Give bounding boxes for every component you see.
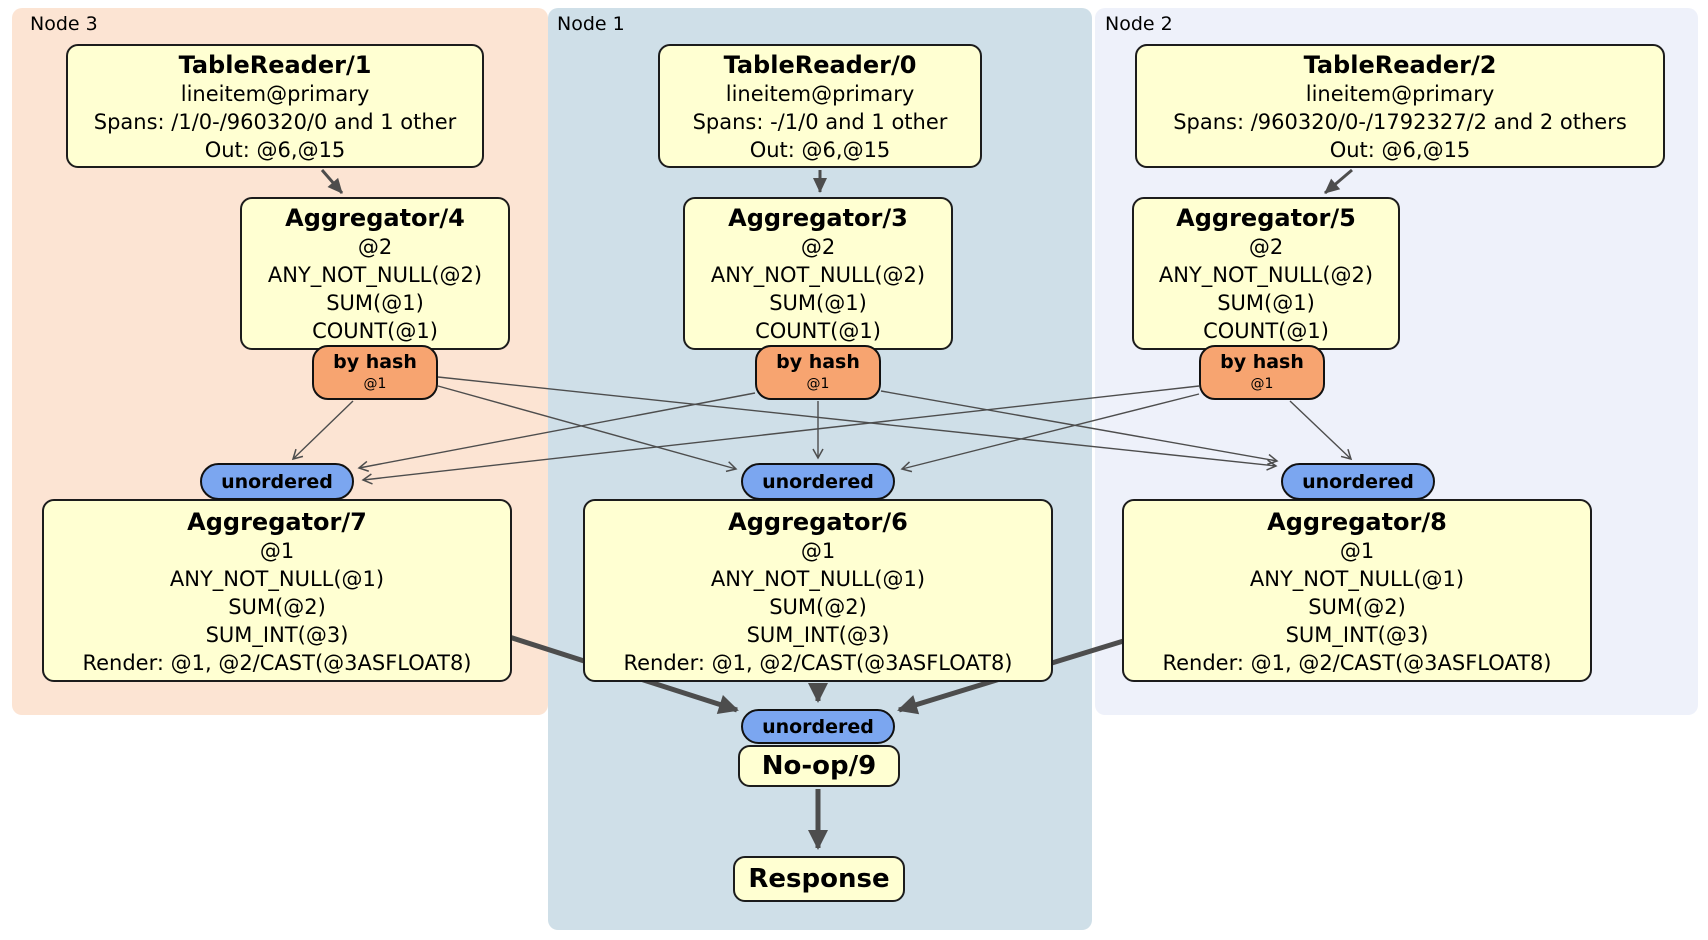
box-line: @2 [800,235,836,259]
box-response: Response [733,856,905,902]
box-line: Out: @6,@15 [1329,138,1471,162]
box-line: COUNT(@1) [755,319,881,343]
box-title: Aggregator/5 [1176,204,1356,232]
box-line: @1 [1339,539,1375,563]
badge-by-hash-node2: by hash @1 [1199,345,1325,400]
edge-bh3-un1 [437,385,738,473]
edge-bh2-un3 [361,385,1200,485]
badge-unordered-node2: unordered [1281,463,1435,500]
box-line: Render: @1, @2/CAST(@3ASFLOAT8) [1162,651,1552,675]
box-line: Out: @6,@15 [204,138,346,162]
box-aggregator-3: Aggregator/3 @2 ANY_NOT_NULL(@2) SUM(@1)… [683,197,953,350]
by-hash-label: by hash [333,351,417,373]
box-line: SUM(@1) [1217,291,1315,315]
box-title: Aggregator/4 [285,204,465,232]
box-line: Render: @1, @2/CAST(@3ASFLOAT8) [82,651,472,675]
box-line: @1 [800,539,836,563]
by-hash-label: by hash [1220,351,1304,373]
box-line: @2 [357,235,393,259]
badge-unordered-node1: unordered [741,463,895,500]
badge-unordered-sink: unordered [741,709,895,744]
box-line: @1 [259,539,295,563]
box-line: Spans: /960320/0-/1792327/2 and 2 others [1173,110,1627,134]
box-line: Render: @1, @2/CAST(@3ASFLOAT8) [623,651,1013,675]
box-line: lineitem@primary [180,82,370,106]
edge-bh2-un2 [1289,400,1353,461]
box-line: SUM(@1) [769,291,867,315]
badge-by-hash-node1: by hash @1 [755,345,881,400]
box-line: ANY_NOT_NULL(@1) [710,567,926,591]
box-line: @2 [1248,235,1284,259]
box-title: Aggregator/6 [728,508,908,536]
box-line: SUM(@2) [769,595,867,619]
box-aggregator-5: Aggregator/5 @2 ANY_NOT_NULL(@2) SUM(@1)… [1132,197,1400,350]
box-noop-9: No-op/9 [738,745,900,787]
badge-unordered-node3: unordered [200,463,354,500]
edge-bh3-un2 [437,376,1278,471]
edges-tablereader-to-aggregator [320,168,1353,195]
box-line: lineitem@primary [725,82,915,106]
box-tablereader-2: TableReader/2 lineitem@primary Spans: /9… [1135,44,1665,168]
box-line: Spans: -/1/0 and 1 other [692,110,948,134]
box-aggregator-6: Aggregator/6 @1 ANY_NOT_NULL(@1) SUM(@2)… [583,499,1053,682]
box-title: TableReader/1 [178,51,372,79]
edges-hash-mesh [291,376,1353,485]
box-tablereader-0: TableReader/0 lineitem@primary Spans: -/… [658,44,982,168]
box-title: TableReader/2 [1303,51,1497,79]
box-line: Spans: /1/0-/960320/0 and 1 other [93,110,457,134]
by-hash-columns: @1 [1250,376,1274,392]
box-line: Out: @6,@15 [749,138,891,162]
edge-bh1-un3 [357,392,756,472]
by-hash-columns: @1 [363,376,387,392]
edge-tr2-agg5 [1324,168,1353,195]
badge-by-hash-node3: by hash @1 [312,345,438,400]
box-title: Response [748,864,890,894]
box-line: SUM_INT(@3) [1285,623,1429,647]
box-line: COUNT(@1) [1203,319,1329,343]
box-title: TableReader/0 [723,51,917,79]
box-line: COUNT(@1) [312,319,438,343]
region-label-node3: Node 3 [30,13,98,35]
by-hash-label: by hash [776,351,860,373]
box-title: Aggregator/8 [1267,508,1447,536]
box-line: SUM(@1) [326,291,424,315]
region-label-node2: Node 2 [1105,13,1173,35]
box-line: ANY_NOT_NULL(@1) [1249,567,1465,591]
box-line: ANY_NOT_NULL(@2) [710,263,926,287]
box-aggregator-8: Aggregator/8 @1 ANY_NOT_NULL(@1) SUM(@2)… [1122,499,1592,682]
by-hash-columns: @1 [806,376,830,392]
box-line: SUM_INT(@3) [205,623,349,647]
box-line: SUM(@2) [1308,595,1406,619]
box-line: ANY_NOT_NULL(@1) [169,567,385,591]
unordered-label: unordered [221,470,333,493]
box-title: Aggregator/7 [187,508,367,536]
box-title: No-op/9 [761,751,877,781]
region-label-node1: Node 1 [557,13,625,35]
box-line: SUM(@2) [228,595,326,619]
box-line: SUM_INT(@3) [746,623,890,647]
box-title: Aggregator/3 [728,204,908,232]
unordered-label: unordered [762,470,874,493]
edge-bh3-un3 [291,400,354,461]
unordered-label: unordered [1302,470,1414,493]
box-line: lineitem@primary [1305,82,1495,106]
box-line: ANY_NOT_NULL(@2) [1158,263,1374,287]
unordered-label: unordered [762,715,874,738]
box-line: ANY_NOT_NULL(@2) [267,263,483,287]
edge-bh1-un2 [880,390,1279,466]
box-aggregator-7: Aggregator/7 @1 ANY_NOT_NULL(@1) SUM(@2)… [42,499,512,682]
edge-tr1-agg4 [320,169,344,194]
box-aggregator-4: Aggregator/4 @2 ANY_NOT_NULL(@2) SUM(@1)… [240,197,510,350]
edge-bh2-un1 [900,393,1200,473]
box-tablereader-1: TableReader/1 lineitem@primary Spans: /1… [66,44,484,168]
